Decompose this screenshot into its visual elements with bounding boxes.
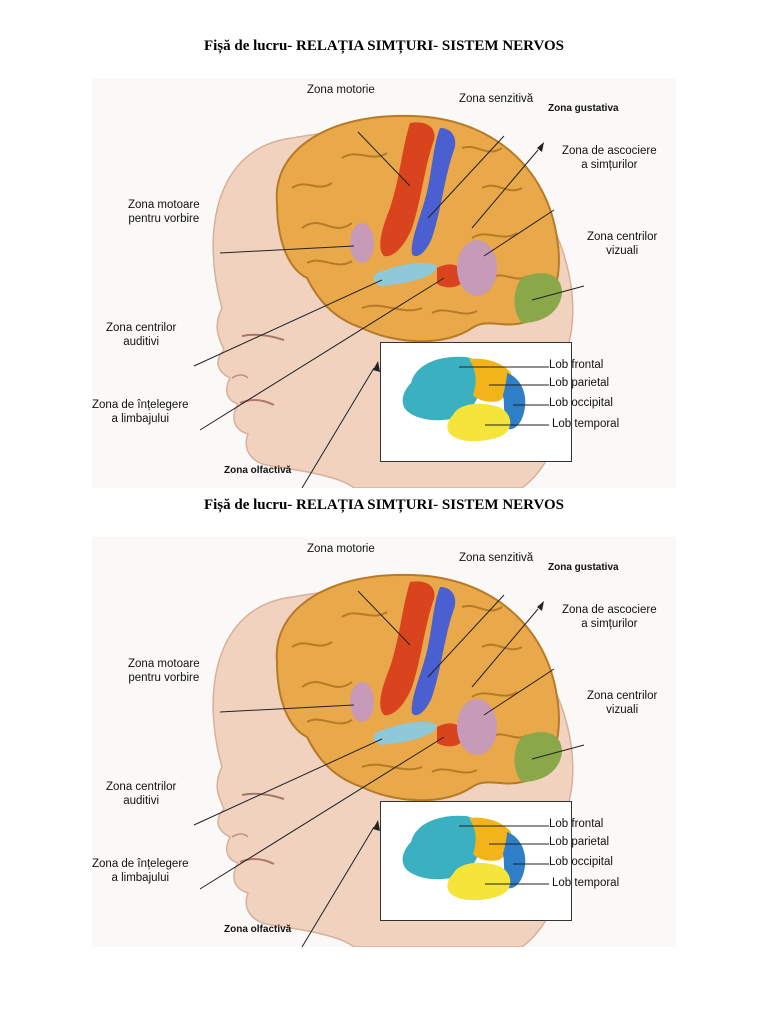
page-title: Fișă de lucru- RELAȚIA SIMȚURI- SISTEM N… — [203, 38, 565, 54]
label-motor-zone: Zona motorie — [307, 543, 375, 555]
occipital-lobe-shape — [503, 832, 526, 889]
label-language-line2: a limbajului — [111, 872, 170, 884]
temporal-lobe-shape — [447, 862, 511, 901]
label-occipital-lobe: Lob occipital — [549, 397, 613, 409]
label-association-zone: Zona de ascociere a simțurilor — [562, 603, 657, 631]
label-sensory-zone: Zona senzitivă — [459, 93, 534, 105]
label-auditory-zone: Zona centrilor auditivi — [106, 780, 176, 808]
association-area — [457, 699, 497, 755]
label-association-line2: a simțurilor — [581, 159, 638, 171]
brain-figure: Zona motorie Zona senzitivă Zona gustati… — [92, 78, 676, 488]
label-frontal-lobe: Lob frontal — [549, 818, 604, 830]
brain-figure: Zona motorie Zona senzitivă Zona gustati… — [92, 537, 676, 947]
occipital-lobe-shape — [503, 373, 526, 430]
lobes-diagram — [402, 815, 549, 901]
label-association-line2: a simțurilor — [581, 618, 638, 630]
leader-lines — [193, 590, 585, 947]
motor-zone-area — [380, 581, 435, 716]
label-visual-line2: vizuali — [606, 245, 639, 257]
auditory-area — [373, 721, 437, 745]
label-language-line2: a limbajului — [111, 413, 170, 425]
label-visual-zone: Zona centrilor vizuali — [587, 230, 657, 258]
sensory-zone-area — [411, 128, 456, 257]
label-auditory-line1: Zona centrilor — [106, 781, 177, 793]
label-speech-line2: pentru vorbire — [128, 213, 200, 225]
label-temporal-lobe: Lob temporal — [552, 877, 620, 889]
label-parietal-lobe: Lob parietal — [549, 836, 610, 848]
label-taste-zone: Zona gustativa — [548, 103, 619, 114]
label-language-line1: Zona de înțelegere — [92, 858, 189, 870]
label-frontal-lobe: Lob frontal — [549, 359, 604, 371]
speech-motor-area — [350, 682, 374, 722]
motor-zone-area — [380, 122, 435, 257]
label-association-line1: Zona de ascociere — [562, 604, 657, 616]
label-association-line1: Zona de ascociere — [562, 145, 657, 157]
label-sensory-zone: Zona senzitivă — [459, 552, 534, 564]
label-auditory-line2: auditivi — [123, 336, 160, 348]
label-language-zone: Zona de înțelegere a limbajului — [92, 398, 189, 426]
label-speech-line2: pentru vorbire — [128, 672, 200, 684]
label-speech-motor-zone: Zona motoare pentru vorbire — [128, 198, 200, 226]
label-auditory-zone: Zona centrilor auditivi — [106, 321, 176, 349]
parietal-lobe-shape — [469, 817, 512, 861]
frontal-lobe-shape — [402, 815, 481, 880]
lobes-inset: Lob frontal Lob parietal Lob occipital L… — [380, 342, 619, 462]
auditory-area — [373, 262, 437, 286]
leader-lines — [193, 131, 585, 488]
label-auditory-line2: auditivi — [123, 795, 160, 807]
lobes-diagram — [402, 356, 549, 442]
label-visual-line1: Zona centrilor — [587, 231, 658, 243]
label-occipital-lobe: Lob occipital — [549, 856, 613, 868]
label-parietal-lobe: Lob parietal — [549, 377, 610, 389]
label-motor-zone: Zona motorie — [307, 84, 375, 96]
lobes-inset: Lob frontal Lob parietal Lob occipital L… — [380, 801, 619, 921]
parietal-lobe-shape — [469, 358, 512, 402]
label-speech-line1: Zona motoare — [128, 199, 200, 211]
association-area — [457, 240, 497, 296]
label-visual-zone: Zona centrilor vizuali — [587, 689, 657, 717]
label-association-zone: Zona de ascociere a simțurilor — [562, 144, 657, 172]
page-title: Fișă de lucru- RELAȚIA SIMȚURI- SISTEM N… — [203, 497, 565, 513]
frontal-lobe-shape — [402, 356, 481, 421]
label-auditory-line1: Zona centrilor — [106, 322, 177, 334]
label-olfactory-zone: Zona olfactivă — [224, 924, 292, 935]
sensory-zone-area — [411, 587, 456, 716]
label-visual-line2: vizuali — [606, 704, 639, 716]
label-speech-motor-zone: Zona motoare pentru vorbire — [128, 657, 200, 685]
label-taste-zone: Zona gustativa — [548, 562, 619, 573]
label-language-zone: Zona de înțelegere a limbajului — [92, 857, 189, 885]
worksheet-bottom: Fișă de lucru- RELAȚIA SIMȚURI- SISTEM N… — [0, 497, 768, 957]
label-olfactory-zone: Zona olfactivă — [224, 465, 292, 476]
label-temporal-lobe: Lob temporal — [552, 418, 620, 430]
label-visual-line1: Zona centrilor — [587, 690, 658, 702]
label-speech-line1: Zona motoare — [128, 658, 200, 670]
worksheet-top: Fișă de lucru- RELAȚIA SIMȚURI- SISTEM N… — [0, 38, 768, 498]
temporal-lobe-shape — [447, 403, 511, 442]
speech-motor-area — [350, 223, 374, 263]
label-language-line1: Zona de înțelegere — [92, 399, 189, 411]
